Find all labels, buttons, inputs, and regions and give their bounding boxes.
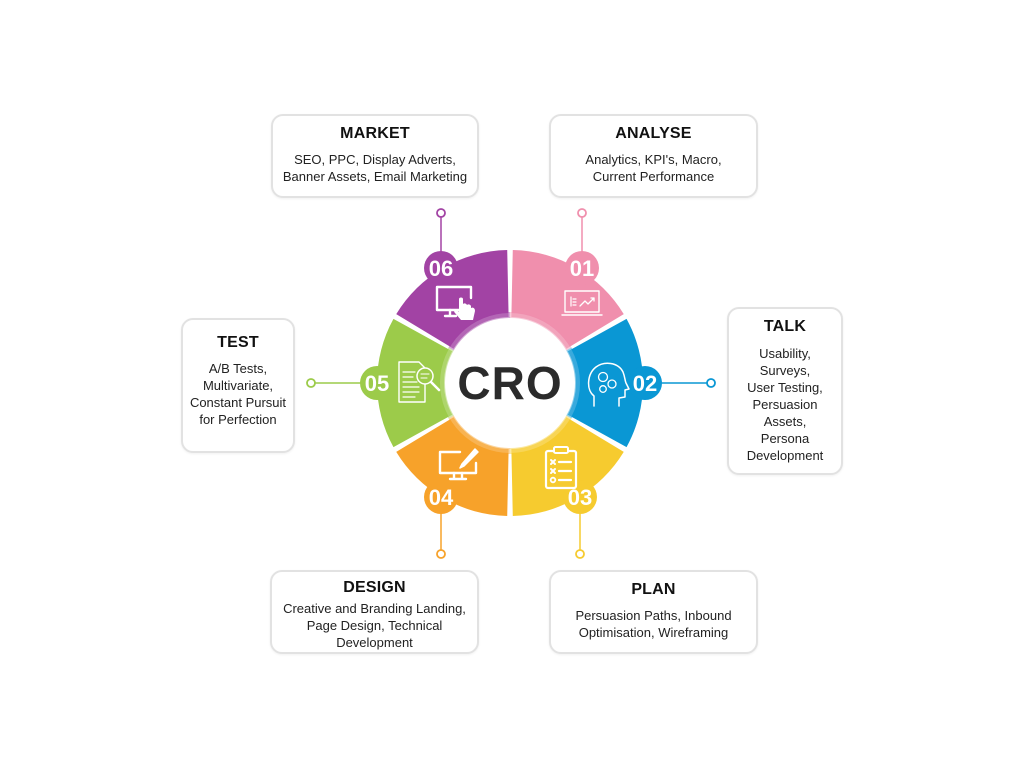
card-description: A/B Tests, Multivariate, Constant Pursui… [189, 361, 287, 427]
inner-ring-arc [509, 415, 572, 454]
step-number: 06 [429, 256, 453, 281]
card-title: TALK [763, 318, 807, 335]
card-title: MARKET [340, 125, 410, 142]
card-analyse: ANALYSE Analytics, KPI's, Macro, Current… [549, 114, 758, 198]
card-description: Creative and Branding Landing, Page Desi… [283, 601, 466, 650]
connector-dot [706, 378, 716, 388]
segment-test [377, 318, 453, 448]
document-magnifier-icon [398, 361, 441, 403]
center-circle [448, 321, 572, 445]
card-description: Persuasion Paths, Inbound Optimisation, … [575, 608, 732, 640]
inner-ring-arc [566, 347, 581, 419]
card-title: ANALYSE [615, 125, 692, 142]
head-gears-icon [587, 362, 630, 407]
step-number: 03 [568, 485, 592, 510]
card-talk: TALK Usability, Surveys, User Testing, P… [727, 307, 843, 475]
card-market: MARKET SEO, PPC, Display Adverts, Banner… [271, 114, 479, 198]
card-description: SEO, PPC, Display Adverts, Banner Assets… [282, 152, 468, 184]
segment-market [396, 250, 509, 349]
monitor-touch-icon [435, 285, 475, 320]
inner-ring-arc [448, 312, 511, 351]
connector-dot [306, 378, 316, 388]
segment-analyse [511, 250, 624, 349]
segment-talk [567, 318, 643, 448]
laptop-chart-icon [561, 290, 603, 316]
step-badge [424, 251, 458, 285]
connector-dot [436, 208, 446, 218]
card-title: PLAN [631, 581, 676, 598]
step-number: 01 [570, 256, 594, 281]
step-badge [565, 251, 599, 285]
step-badge [424, 480, 458, 514]
step-badge [360, 366, 394, 400]
monitor-pen-icon [438, 448, 479, 481]
step-number: 02 [633, 371, 657, 396]
segment-design [396, 417, 509, 516]
card-description: Usability, Surveys, User Testing, Persua… [746, 346, 824, 463]
card-title: DESIGN [343, 579, 406, 596]
inner-ring-arc [448, 415, 511, 454]
center-label: CRO [457, 357, 563, 409]
step-number: 04 [429, 485, 454, 510]
connector-dot [577, 208, 587, 218]
connector-dot [575, 549, 585, 559]
card-design: DESIGN Creative and Branding Landing, Pa… [270, 570, 479, 654]
connector-dot [436, 549, 446, 559]
segment-plan [511, 417, 624, 516]
card-plan: PLAN Persuasion Paths, Inbound Optimisat… [549, 570, 758, 654]
step-number: 05 [365, 371, 389, 396]
card-description: Analytics, KPI's, Macro, Current Perform… [585, 152, 722, 184]
step-badge [628, 366, 662, 400]
inner-ring-arc [509, 312, 572, 351]
card-title: TEST [217, 334, 259, 351]
card-test: TEST A/B Tests, Multivariate, Constant P… [181, 318, 295, 453]
inner-ring-arc [439, 347, 454, 419]
clipboard-checklist-icon [544, 446, 578, 490]
